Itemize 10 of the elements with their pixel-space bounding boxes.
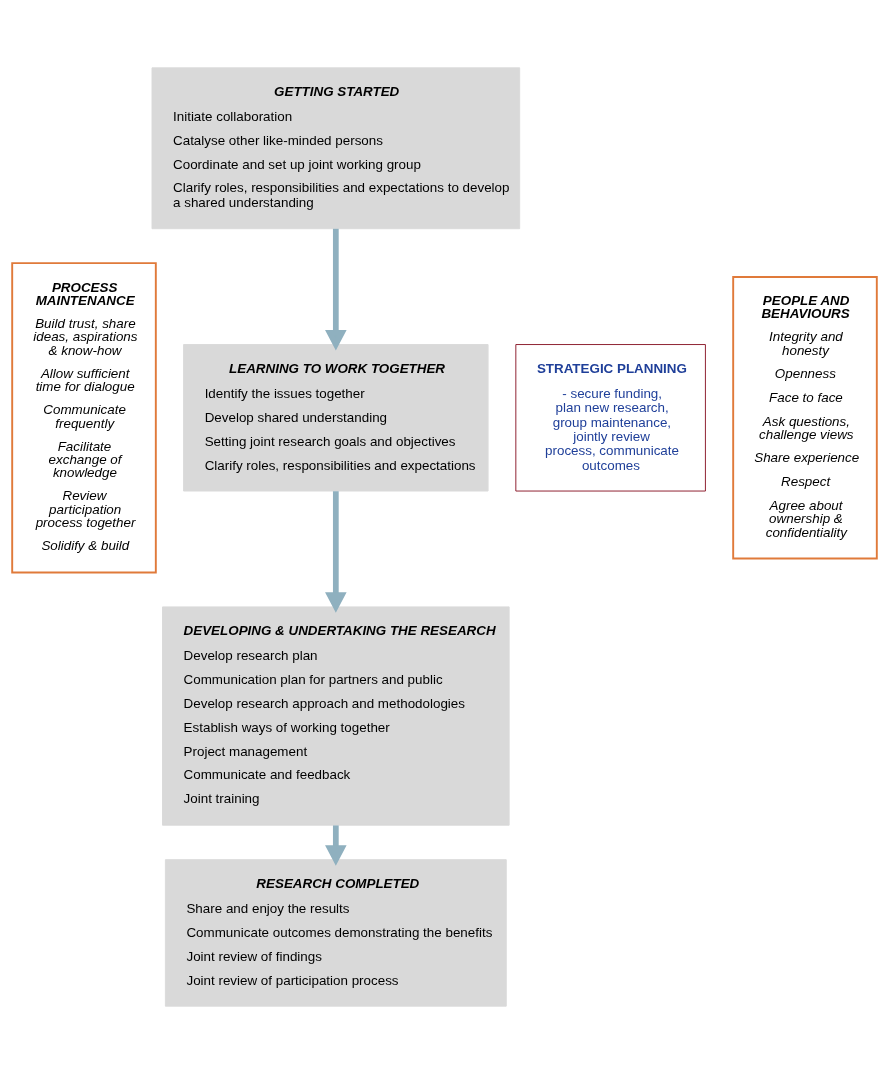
arrow [325, 491, 347, 613]
node-box: PROCESS MAINTENANCE Build trust, share ideas, aspirations & know-how Allow sufficient time for dialogue Communicate frequently Facilitate exchange of knowledge Review participation process together Solidify & build [11, 262, 157, 574]
node-box: RESEARCH COMPLETED Share and enjoy the results Communicate outcomes demonstrating the benefits Joint review of findings Joint review of participation process [164, 859, 507, 1007]
node-box: PEOPLE AND BEHAVIOURS Integrity and honesty Openness Face to face Ask questions, challenge views Share experience Respect Agree about ownership & confidentiality [732, 276, 878, 560]
node-box: GETTING STARTED Initiate collaboration Catalyse other like-minded persons Coordinate and set up joint working group Clarify roles, responsibilities and expectations to develop a shared understanding [151, 67, 521, 230]
arrow [325, 228, 347, 351]
node-box: LEARNING TO WORK TOGETHER Identify the issues together Develop shared understanding Setting joint research goals and objectives Clarify roles, responsibilities and expectations [183, 344, 489, 492]
arrow [325, 825, 347, 866]
node-box: DEVELOPING & UNDERTAKING THE RESEARCH Develop research plan Communication plan for partners and public Develop research approach and methodologies Establish ways of working together Project management Communicate and feedback Joint training [162, 606, 510, 826]
node-box: STRATEGIC PLANNING - secure funding, plan new research, group maintenance, jointly review process, communicate outcomes [515, 344, 706, 492]
